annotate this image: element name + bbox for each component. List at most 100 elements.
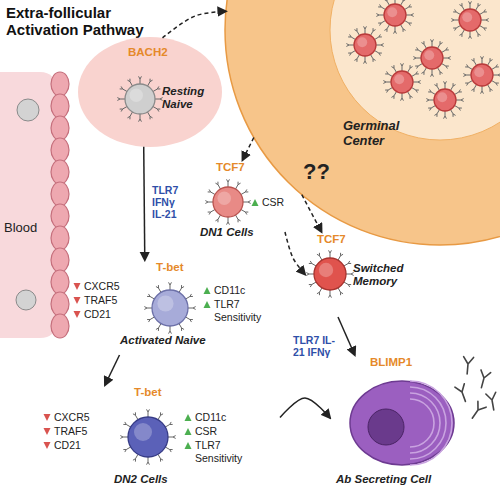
blood-vessel: Blood bbox=[0, 70, 72, 340]
receptor bbox=[413, 57, 421, 60]
receptor bbox=[147, 409, 150, 417]
endothelial-cell bbox=[51, 204, 69, 228]
marker-label: CXCR5 bbox=[84, 280, 134, 293]
edge-label: TLR7 IFNγ IL-21 bbox=[152, 184, 188, 220]
marker-label: CD11c bbox=[195, 411, 255, 424]
receptor bbox=[415, 47, 422, 52]
receptor bbox=[156, 324, 161, 331]
cell-highlight bbox=[394, 74, 404, 84]
receptors bbox=[346, 26, 383, 63]
antibody bbox=[477, 370, 491, 389]
receptor bbox=[127, 79, 132, 86]
receptor bbox=[421, 41, 426, 48]
gc-cell bbox=[413, 39, 450, 76]
connector-arrow bbox=[285, 232, 305, 275]
receptors bbox=[463, 56, 500, 93]
node-label: Germinal Center bbox=[343, 118, 423, 148]
marker-label: CSR bbox=[262, 196, 290, 209]
receptor bbox=[215, 182, 220, 189]
antibody-secreting-cell: BLIMP1Ab Secreting Cell bbox=[330, 355, 495, 495]
receptor bbox=[120, 107, 127, 112]
receptor bbox=[406, 14, 414, 17]
down-triangle bbox=[44, 442, 51, 449]
receptor bbox=[434, 110, 439, 117]
receptor bbox=[476, 30, 481, 37]
gc-cell bbox=[463, 56, 500, 93]
endothelial-cell bbox=[51, 292, 69, 316]
receptor bbox=[480, 9, 487, 14]
receptor bbox=[394, 26, 397, 34]
cell-body bbox=[459, 9, 481, 31]
cell-body bbox=[471, 64, 493, 86]
cell-body bbox=[384, 4, 406, 26]
down-triangle bbox=[44, 414, 51, 421]
receptor bbox=[148, 112, 153, 119]
endothelial-cell bbox=[51, 270, 69, 294]
receptor bbox=[401, 25, 406, 32]
er-fold bbox=[410, 399, 434, 447]
receptor bbox=[442, 64, 449, 69]
receptors bbox=[376, 0, 413, 34]
node-label: Ab Secreting Cell bbox=[336, 473, 486, 486]
er-fold bbox=[410, 393, 440, 453]
receptor bbox=[413, 81, 421, 84]
b-cell bbox=[117, 76, 162, 121]
receptors bbox=[451, 1, 488, 38]
down-triangle bbox=[74, 283, 81, 290]
up-triangle bbox=[185, 414, 192, 421]
er-fold bbox=[410, 387, 446, 459]
question-mark: ?? bbox=[303, 160, 343, 184]
receptor bbox=[241, 189, 248, 194]
receptor bbox=[488, 85, 493, 92]
cell-highlight bbox=[437, 92, 447, 102]
receptor bbox=[147, 294, 154, 299]
endothelial-cells bbox=[51, 72, 69, 338]
vessel-lumen bbox=[0, 72, 56, 338]
cell-highlight bbox=[134, 423, 152, 441]
receptor bbox=[179, 324, 184, 331]
transcription-factor: TCF7 bbox=[317, 232, 357, 246]
receptor bbox=[236, 182, 241, 189]
receptor bbox=[133, 454, 138, 461]
endothelial-cell bbox=[51, 314, 69, 338]
receptor bbox=[329, 250, 332, 258]
cell-body bbox=[128, 417, 168, 457]
receptor bbox=[463, 74, 471, 77]
receptor bbox=[241, 210, 248, 215]
receptor bbox=[456, 99, 464, 102]
receptor bbox=[354, 28, 359, 35]
endothelial-cell bbox=[51, 116, 69, 140]
receptor bbox=[476, 3, 481, 10]
endothelial-cell bbox=[51, 94, 69, 118]
germinal-center-ring bbox=[225, 0, 500, 245]
receptor bbox=[371, 55, 376, 62]
receptor bbox=[148, 79, 153, 86]
receptor bbox=[438, 41, 443, 48]
receptor bbox=[364, 56, 367, 64]
receptor bbox=[147, 457, 150, 465]
receptor bbox=[384, 25, 389, 32]
receptor bbox=[378, 21, 385, 26]
receptor bbox=[158, 412, 163, 419]
receptor bbox=[186, 317, 193, 322]
receptor bbox=[139, 76, 142, 84]
receptor bbox=[459, 30, 464, 37]
cell-highlight bbox=[462, 12, 472, 22]
down-triangle bbox=[74, 297, 81, 304]
transcription-factor: TCF7 bbox=[216, 160, 256, 174]
region-ellipse bbox=[78, 37, 222, 147]
transcription-factor: T-bet bbox=[134, 385, 174, 399]
receptor bbox=[144, 307, 152, 310]
receptor bbox=[465, 64, 472, 69]
er-fold bbox=[410, 381, 452, 465]
receptor bbox=[459, 3, 464, 10]
receptor bbox=[391, 92, 396, 99]
dn1-cell: TCF7CSRDN1 Cells bbox=[200, 160, 285, 250]
b-cell bbox=[144, 282, 195, 333]
receptor bbox=[455, 106, 462, 111]
cell-highlight bbox=[357, 37, 367, 47]
receptor bbox=[338, 253, 343, 260]
endothelial-cell bbox=[51, 72, 69, 96]
receptor bbox=[451, 83, 456, 90]
